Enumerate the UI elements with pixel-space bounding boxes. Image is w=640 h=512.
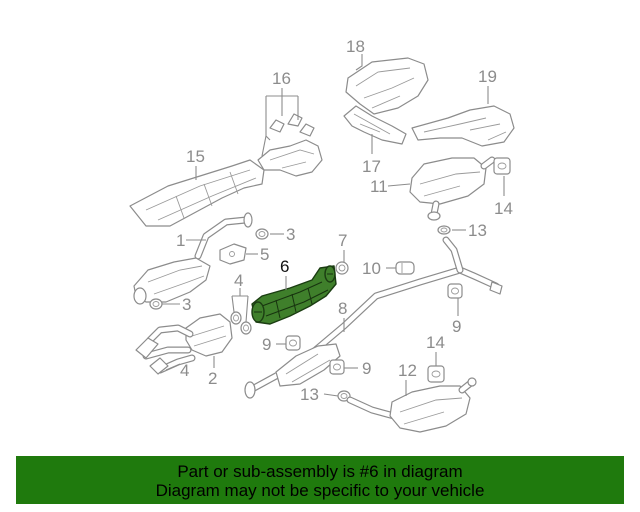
banner-disclaimer: Diagram may not be specific to your vehi… <box>155 481 485 500</box>
callout-16[interactable]: 16 <box>272 69 291 88</box>
front-pipe-part[interactable] <box>194 212 253 260</box>
callout-9-left[interactable]: 9 <box>262 335 271 354</box>
leader-18 <box>355 54 363 71</box>
hanger-mid-part[interactable] <box>395 261 415 275</box>
heat-shield-center-part[interactable] <box>257 113 323 177</box>
callout-4-upper[interactable]: 4 <box>234 271 243 290</box>
gasket-pair-part[interactable] <box>230 311 252 335</box>
callout-3-upper[interactable]: 3 <box>286 225 295 244</box>
leader-4b <box>165 363 181 371</box>
gasket-upper-part[interactable] <box>437 225 451 235</box>
callout-3-lower[interactable]: 3 <box>182 295 191 314</box>
gasket-right-part[interactable] <box>335 261 349 275</box>
bracket-part[interactable] <box>219 243 247 265</box>
intermediate-pipe-part[interactable] <box>244 236 503 399</box>
hanger-left-part[interactable] <box>285 335 301 351</box>
leader-4a <box>231 288 249 323</box>
heat-shield-front-part[interactable] <box>129 159 265 227</box>
callout-14-lower[interactable]: 14 <box>426 333 445 352</box>
callout-13-lower[interactable]: 13 <box>300 385 319 404</box>
callout-14-upper[interactable]: 14 <box>494 199 513 218</box>
hanger-rear-part[interactable] <box>427 365 445 383</box>
center-catalytic-converter-part[interactable] <box>251 265 337 325</box>
callout-15[interactable]: 15 <box>186 147 205 166</box>
callout-4-lower[interactable]: 4 <box>180 361 189 380</box>
heat-shield-small-part[interactable] <box>343 105 407 145</box>
callout-11[interactable]: 11 <box>370 177 388 196</box>
callout-13-upper[interactable]: 13 <box>468 221 487 240</box>
callout-8[interactable]: 8 <box>338 299 347 318</box>
callout-19[interactable]: 19 <box>478 67 497 86</box>
callout-9-center[interactable]: 9 <box>362 359 371 378</box>
hanger-right-part[interactable] <box>447 283 463 299</box>
resonator-part[interactable] <box>409 156 496 221</box>
callout-1[interactable]: 1 <box>176 231 185 250</box>
callout-5[interactable]: 5 <box>260 245 269 264</box>
hanger-center-part[interactable] <box>329 359 345 375</box>
callout-17[interactable]: 17 <box>362 157 381 176</box>
leader-16b <box>261 135 267 157</box>
callout-12[interactable]: 12 <box>398 361 417 380</box>
gasket-lower-part[interactable] <box>149 298 163 310</box>
info-banner: Part or sub-assembly is #6 in diagram Di… <box>16 456 624 504</box>
callout-10[interactable]: 10 <box>362 259 381 278</box>
hanger-upper-part[interactable] <box>493 157 511 175</box>
callout-6[interactable]: 6 <box>280 257 289 276</box>
leader-13b <box>323 393 339 397</box>
gasket-part[interactable] <box>255 228 269 240</box>
exhaust-manifold-part[interactable] <box>135 313 233 375</box>
heat-shield-upper-part[interactable] <box>345 57 429 115</box>
leader-11 <box>387 183 411 187</box>
leader-16 <box>265 88 299 141</box>
front-catalytic-converter-part[interactable] <box>133 257 211 305</box>
banner-part-notice: Part or sub-assembly is #6 in diagram <box>177 462 463 481</box>
rear-muffler-part[interactable] <box>346 377 477 433</box>
callout-2[interactable]: 2 <box>208 369 217 388</box>
callout-9-right[interactable]: 9 <box>452 317 461 336</box>
heat-shield-rear-part[interactable] <box>411 105 515 147</box>
callout-7[interactable]: 7 <box>338 231 347 250</box>
callout-18[interactable]: 18 <box>346 37 365 56</box>
